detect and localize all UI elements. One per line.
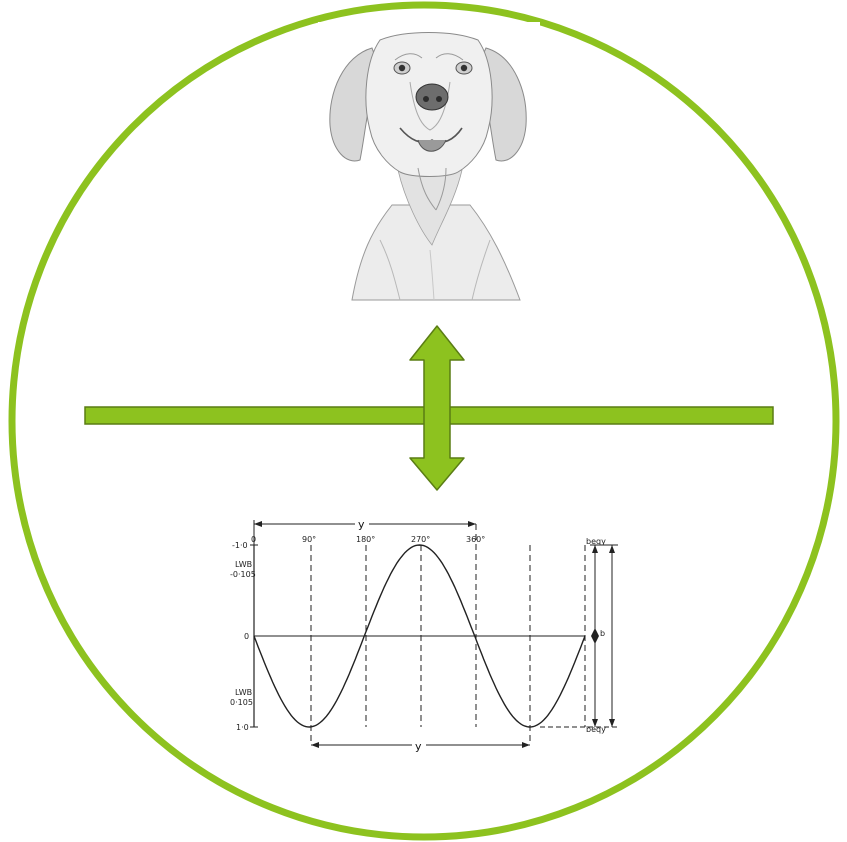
y-label-top: -1·0 [232,541,248,550]
right-label-top: beqy [586,537,606,546]
outer-ring [8,1,840,841]
tick-label-360: 360° [466,535,485,544]
right-label-bottom: beqy [586,725,606,734]
waveform-curve [253,544,586,728]
right-label-mid: b [600,629,605,638]
y-label-zero: 0 [244,632,249,641]
upper-note-line1: LWB [235,560,252,569]
tick-label-270: 270° [411,535,430,544]
span-label-bottom: y [415,740,422,753]
upper-note-line2: -0·105 [230,570,256,579]
y-label-bottom: 1·0 [236,723,249,732]
lower-note-line1: LWB [235,688,252,697]
lower-note-line2: 0·105 [230,698,253,707]
dog-sketch-icon [318,22,540,322]
double-arrow-icon [409,325,465,491]
waveform-diagram: y y 0 90° 180° 270° 360° -1·0 0 1·0 LWB … [230,516,618,753]
tick-label-0: 0 [251,535,256,544]
tick-label-180: 180° [356,535,375,544]
tick-label-90: 90° [302,535,316,544]
span-label-top: y [358,518,365,531]
